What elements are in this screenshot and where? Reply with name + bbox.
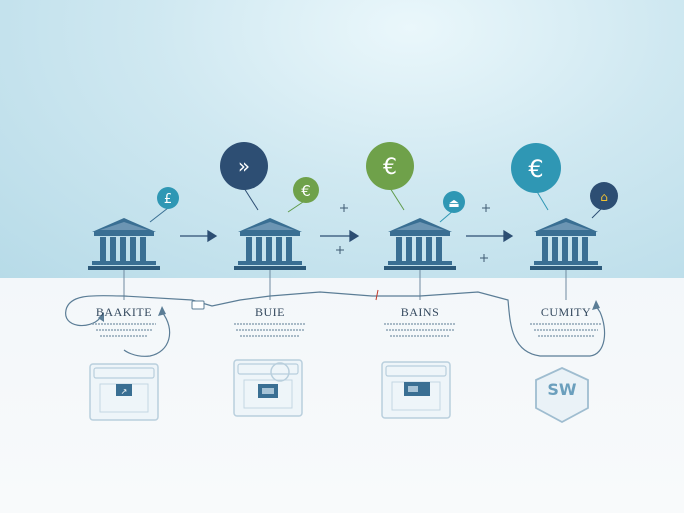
euro-icon: € xyxy=(528,155,543,183)
fast-forward-icon: » xyxy=(238,154,250,178)
flow-arrows xyxy=(180,229,514,243)
connector-stems xyxy=(123,270,567,300)
red-marker xyxy=(375,289,379,301)
sw-badge-label: SW xyxy=(547,380,577,399)
flow-line xyxy=(123,291,606,357)
connector-node xyxy=(191,300,205,310)
loop-left xyxy=(65,295,125,327)
plus-signs xyxy=(336,204,490,262)
stage-label-4: CUMITY xyxy=(540,305,592,319)
svg-text:↗: ↗ xyxy=(121,387,128,396)
stage-label-1: BAAKITE xyxy=(95,305,153,319)
coin-bubbles: £ » € € ⏏ € ⌂ xyxy=(149,142,618,223)
pound-icon: £ xyxy=(164,192,172,207)
document-illustrations: ↗ xyxy=(89,359,451,421)
stage-label-3: BAINS xyxy=(400,305,440,319)
euro-icon: € xyxy=(301,182,311,200)
eject-icon: ⏏ xyxy=(448,196,459,210)
loop-right xyxy=(123,311,171,357)
sw-badge xyxy=(535,367,589,424)
basket-icon: ⌂ xyxy=(600,190,608,204)
stage-label-2: BUIE xyxy=(255,305,285,319)
euro-icon: € xyxy=(383,155,397,180)
